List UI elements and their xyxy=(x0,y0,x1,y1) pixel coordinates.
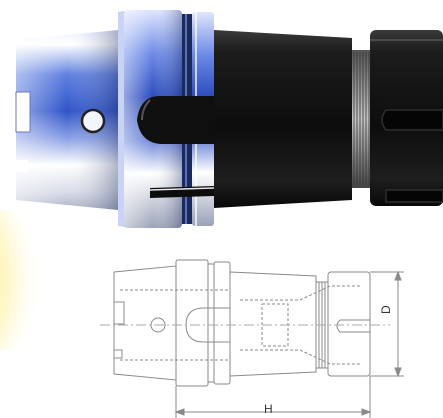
dimension-h-label: H xyxy=(264,402,273,416)
dimension-d-label: D xyxy=(379,305,393,314)
dimension-lines xyxy=(174,270,404,418)
holder-render xyxy=(15,10,443,228)
technical-drawing xyxy=(100,259,390,387)
background-glow xyxy=(0,210,45,350)
